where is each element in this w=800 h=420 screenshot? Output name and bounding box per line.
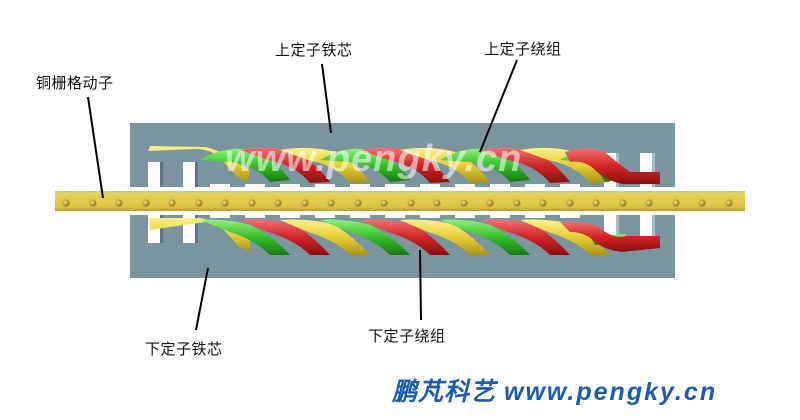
label-upper-stator-core: 上定子铁芯 xyxy=(275,41,353,59)
label-lower-stator-core: 下定子铁芯 xyxy=(145,340,223,358)
lower-stator-winding xyxy=(148,218,660,255)
footer-brand-name: 鹏芃科艺 xyxy=(392,377,497,406)
footer-url: www.pengky.cn xyxy=(504,378,718,406)
leader-mover xyxy=(87,96,104,199)
upper-stator-winding xyxy=(148,146,660,184)
label-upper-stator-winding: 上定子绕组 xyxy=(484,40,562,58)
leader-upper-winding xyxy=(479,59,518,153)
label-copper-grid-mover: 铜栅格动子 xyxy=(36,74,114,92)
copper-grid-mover xyxy=(55,191,745,211)
leader-lower-winding xyxy=(419,249,422,321)
leader-lower-core xyxy=(195,267,209,331)
watermark-text: www.pengky.cn xyxy=(225,138,523,180)
label-lower-stator-winding: 下定子绕组 xyxy=(368,327,446,345)
leader-upper-core xyxy=(321,63,332,134)
leader-lines xyxy=(87,59,518,331)
